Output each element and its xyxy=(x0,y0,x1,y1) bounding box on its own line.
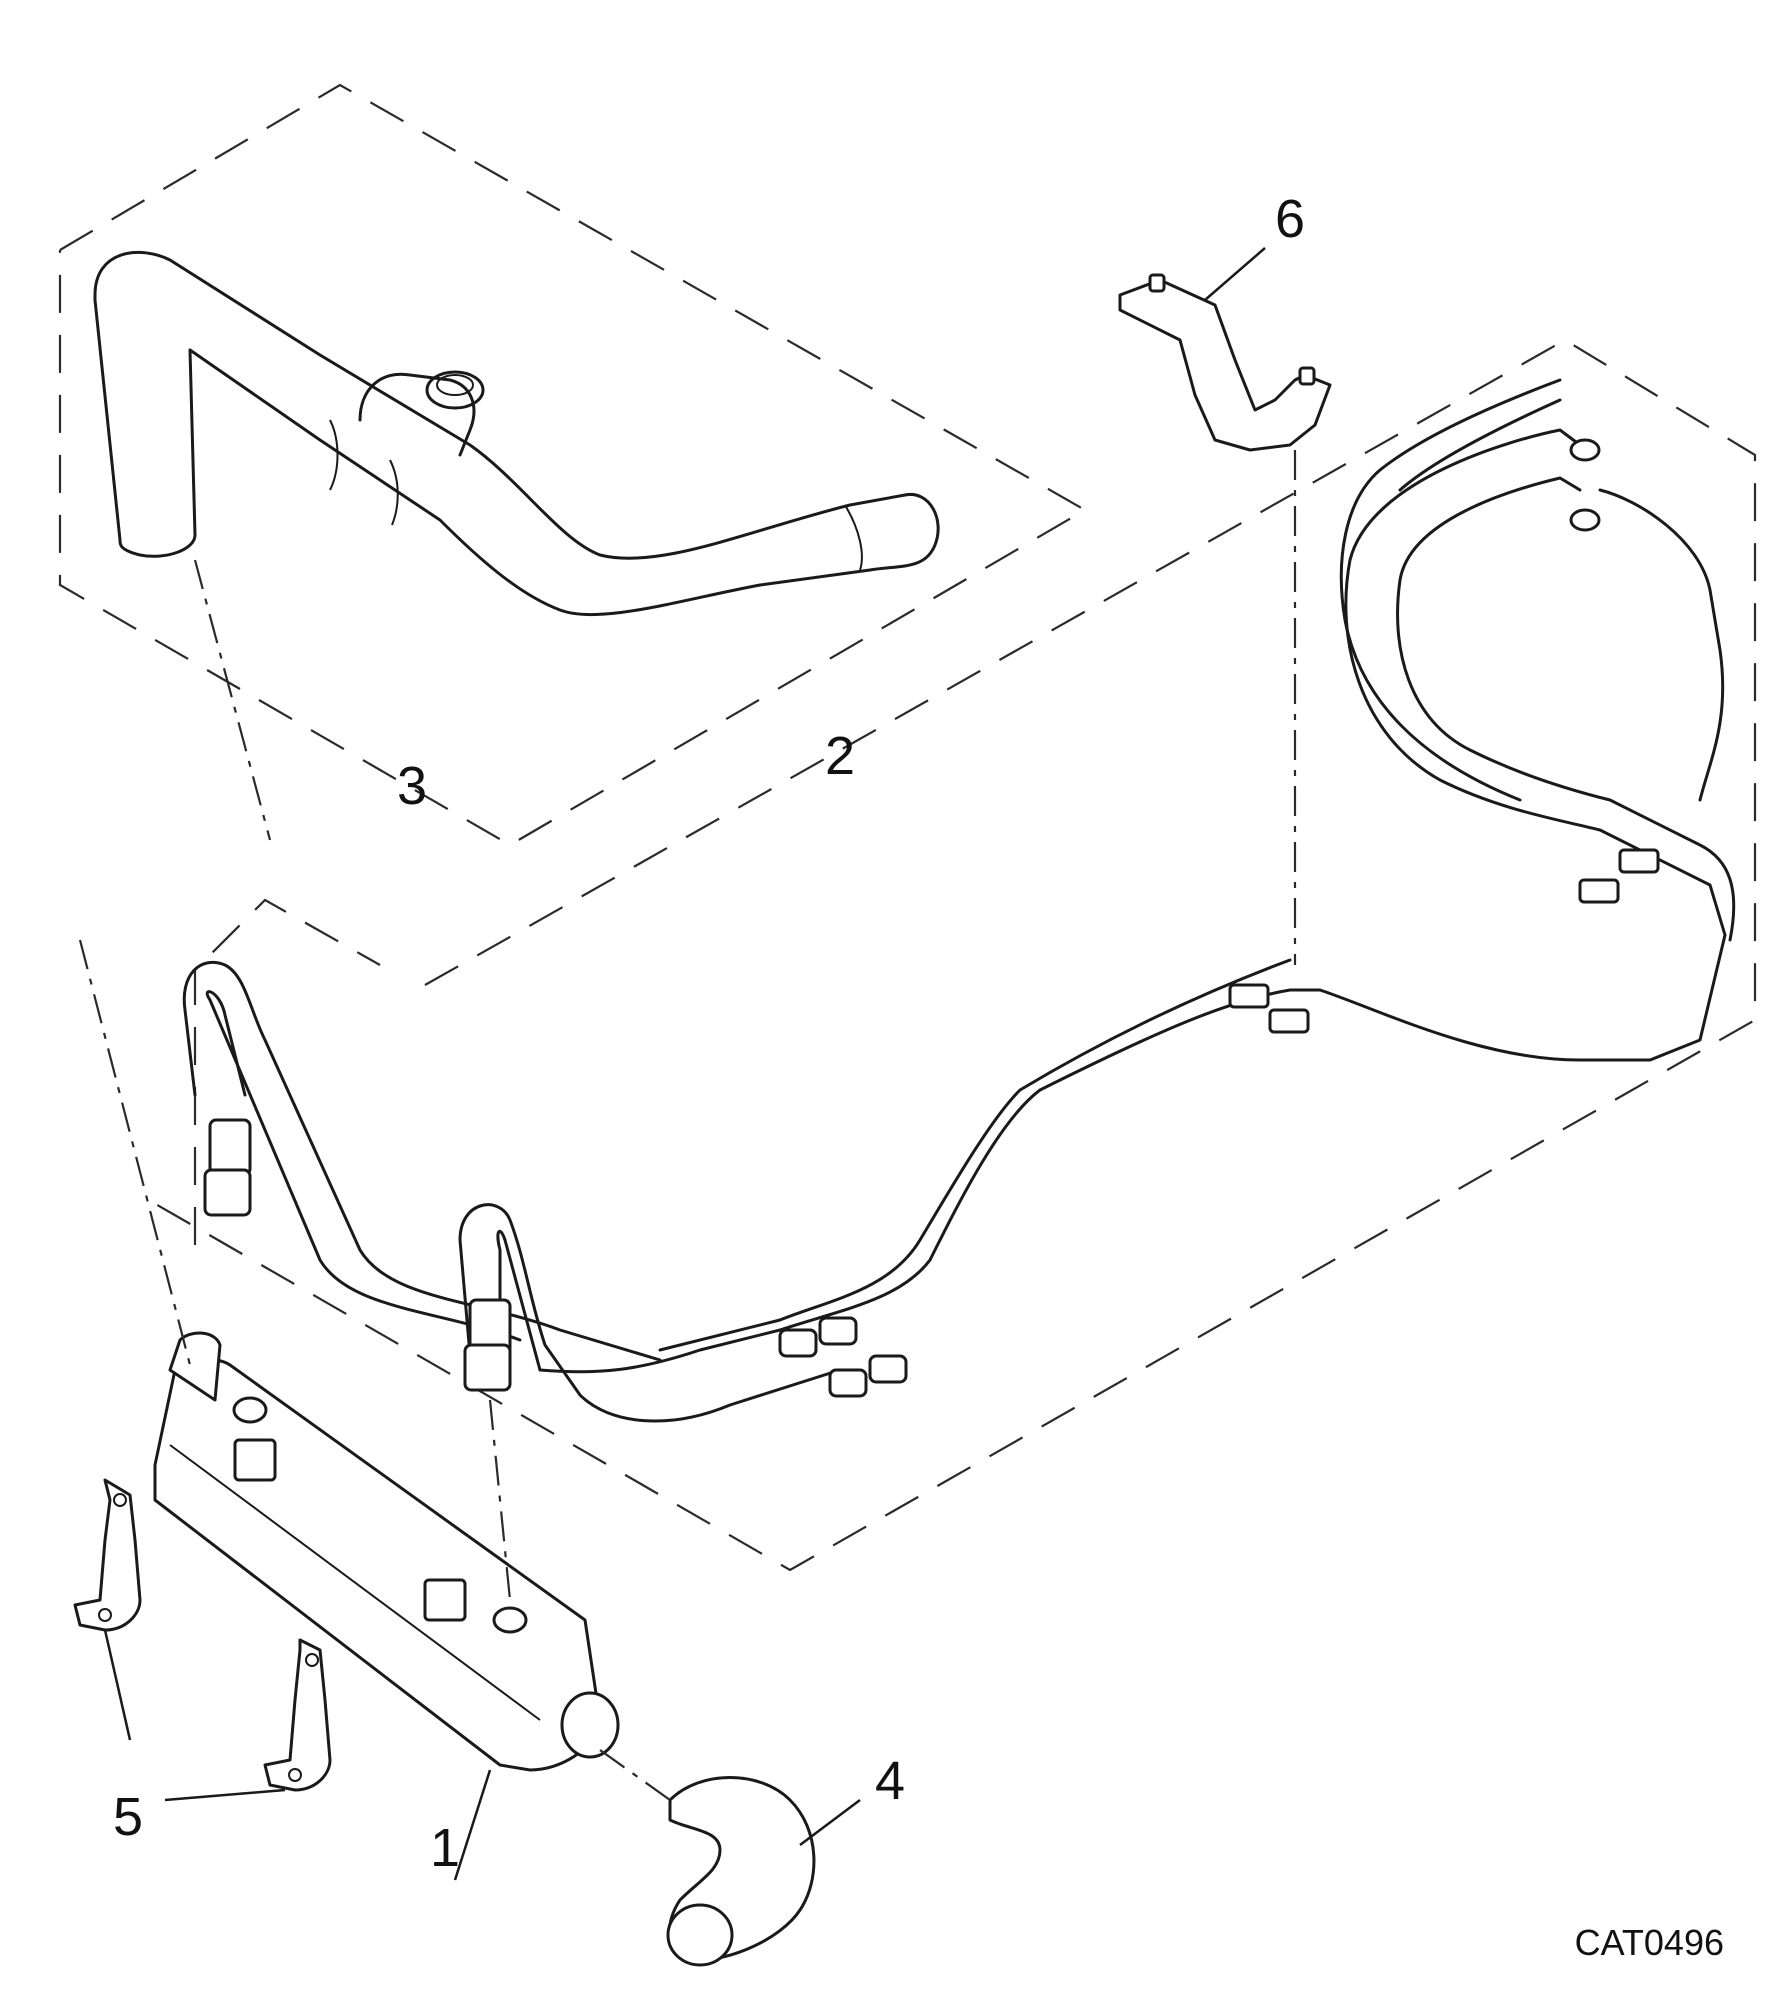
diagram-reference-code: CAT0496 xyxy=(1574,1922,1724,1963)
callout-5: 5 xyxy=(112,1787,144,1847)
group-box-pipes-2 xyxy=(139,338,1757,1572)
callout-1: 1 xyxy=(429,1818,461,1878)
cooler-pipes xyxy=(538,378,1736,1374)
callout-6: 6 xyxy=(1274,189,1306,249)
group-box-hose-3 xyxy=(58,83,1088,847)
lower-hoses xyxy=(182,960,908,1423)
group-box-pipes-lower xyxy=(193,898,381,1245)
leader-lines xyxy=(103,247,1266,1881)
radiator-hose xyxy=(93,250,940,617)
mounting-brackets xyxy=(73,1478,332,1792)
callout-4: 4 xyxy=(874,1751,906,1811)
elbow-hose xyxy=(666,1776,816,1967)
callout-3: 3 xyxy=(396,756,428,816)
callout-2: 2 xyxy=(824,726,856,786)
alignment-lines xyxy=(78,450,1297,1801)
pipe-bracket-top xyxy=(1118,273,1332,452)
oil-cooler xyxy=(153,1331,620,1772)
